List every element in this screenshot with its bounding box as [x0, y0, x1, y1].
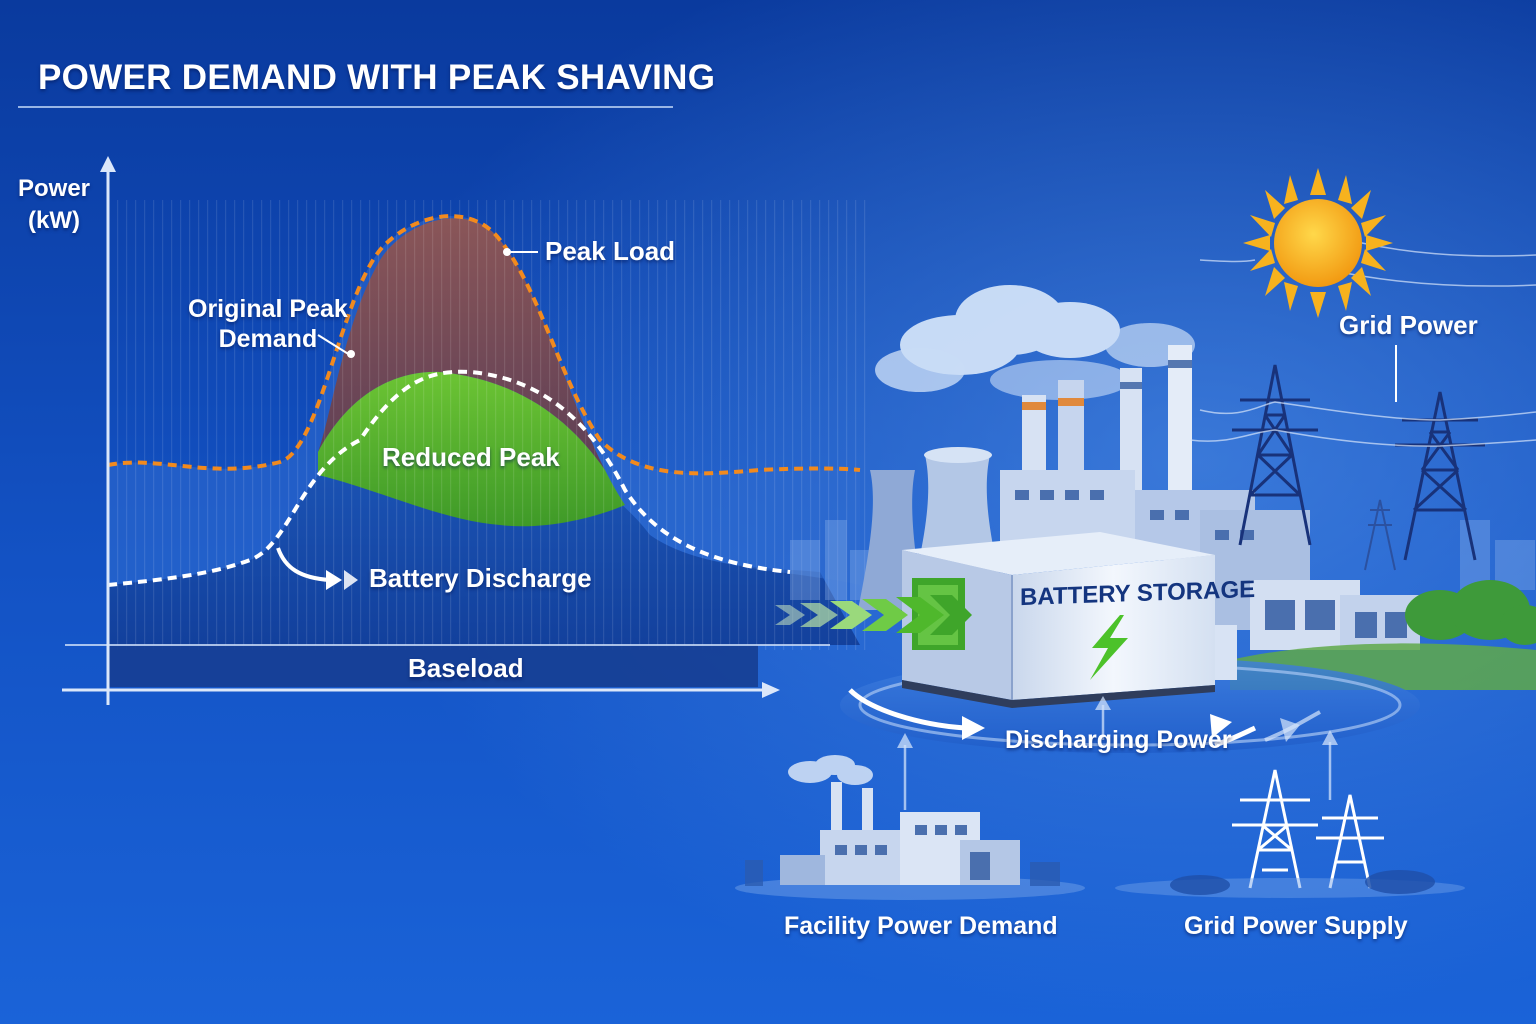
supply-up-arrows	[903, 705, 1332, 810]
supply-up-arrowheads-icon	[897, 696, 1338, 748]
reduced-peak-label: Reduced Peak	[382, 442, 560, 472]
power-pylon-3-icon	[1364, 499, 1396, 571]
x-axis-arrow-icon	[762, 682, 780, 698]
shaved-load-line	[107, 369, 791, 587]
grid-power-label: Grid Power	[1339, 310, 1478, 340]
sun-icon	[1243, 168, 1393, 318]
grid-supply-shrubs	[1170, 870, 1435, 895]
baseload-label: Baseload	[408, 653, 524, 683]
peak-load-label: Peak Load	[545, 236, 676, 266]
original-peak-dot	[347, 350, 355, 358]
original-peak-label-line2: Demand	[218, 325, 318, 353]
load-curve-chart	[62, 156, 868, 705]
y-axis-label: Power (kW)	[18, 173, 90, 237]
power-lines	[1189, 234, 1536, 447]
discharge-arrowhead-2-icon	[344, 570, 358, 590]
grid-supply-pylon-icon	[1232, 769, 1384, 889]
distant-city	[790, 520, 1535, 600]
trees	[1405, 580, 1536, 645]
grid-power-supply-label: Grid Power Supply	[1184, 912, 1408, 940]
lightning-bolt-icon	[1090, 615, 1128, 680]
y-axis-label-line1: Power	[18, 175, 91, 202]
original-load-line	[107, 214, 861, 476]
original-peak-label-line1: Original Peak	[188, 295, 348, 323]
battery-discharge-arrow-icon	[276, 547, 331, 582]
original-peak-label: Original Peak Demand	[188, 294, 348, 354]
baseload-band	[108, 645, 758, 687]
page-title: POWER DEMAND WITH PEAK SHAVING	[38, 58, 716, 97]
cooling-tower-top	[924, 447, 992, 463]
chart-hatching	[108, 200, 868, 650]
industrial-scene	[735, 168, 1536, 900]
original-peak-leader	[317, 334, 351, 356]
discharge-arrowhead-icon	[326, 570, 342, 590]
y-axis-label-line2: (kW)	[28, 207, 80, 234]
discharging-power-label: Discharging Power	[1005, 726, 1232, 754]
peak-load-dot	[503, 248, 511, 256]
energy-flow-arrow-icon	[775, 595, 972, 635]
facility-factory-icon	[735, 755, 1085, 900]
smoke-clouds	[875, 285, 1195, 400]
facility-power-demand-label: Facility Power Demand	[784, 912, 1058, 940]
discharging-power-arrow-icon	[848, 688, 1321, 748]
y-axis-arrow-icon	[100, 156, 116, 172]
battery-discharge-label: Battery Discharge	[369, 563, 592, 593]
